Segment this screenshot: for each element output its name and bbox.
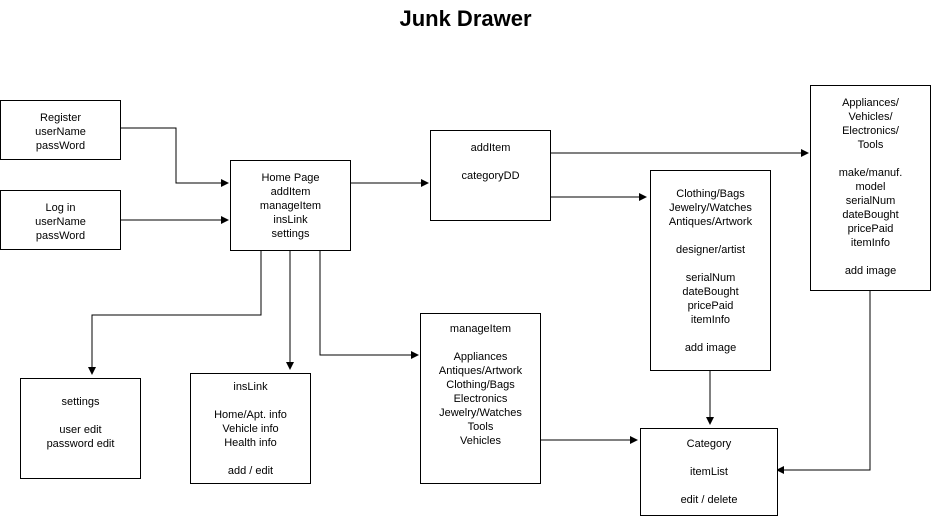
blank-line bbox=[191, 394, 310, 408]
node-text-line: itemInfo bbox=[690, 314, 731, 326]
node-text-line: dateBought bbox=[682, 286, 739, 298]
node-text-line: addItem bbox=[270, 186, 311, 198]
blank-line bbox=[651, 327, 770, 341]
node-text-line: dateBought bbox=[842, 209, 899, 221]
node-text-line: manageItem bbox=[259, 200, 322, 212]
node-text-line: Antiques/Artwork bbox=[668, 216, 753, 228]
blank-line bbox=[191, 450, 310, 464]
node-text-line: passWord bbox=[35, 230, 86, 242]
blank-line bbox=[651, 229, 770, 243]
node-text-line: add image bbox=[684, 342, 737, 354]
node-text-line: Register bbox=[40, 112, 81, 124]
edge-home-to-settings bbox=[88, 250, 262, 375]
node-text-line: Clothing/Bags bbox=[676, 188, 745, 200]
node-text-line: Home/Apt. info bbox=[214, 409, 287, 421]
node-text-line: Home Page bbox=[261, 172, 320, 184]
settings-node: settings user edit password edit bbox=[20, 378, 141, 479]
node-text-line: Tools bbox=[857, 139, 884, 151]
node-text-line: password edit bbox=[46, 438, 115, 450]
node-text-line: itemList bbox=[690, 466, 728, 478]
node-text-line: Health info bbox=[224, 437, 277, 449]
node-text-line: insLink bbox=[273, 214, 308, 226]
node-text-line: Appliances/ bbox=[842, 97, 899, 109]
login-node: Log in userName passWord bbox=[0, 190, 121, 250]
node-text-line: pricePaid bbox=[687, 300, 734, 312]
node-text-line: categoryDD bbox=[461, 170, 520, 182]
node-text-line: pricePaid bbox=[847, 223, 894, 235]
node-text-line: add / edit bbox=[227, 465, 274, 477]
diagram-title: Junk Drawer bbox=[399, 6, 532, 31]
blank-line bbox=[431, 155, 550, 169]
node-text-line: Jewelry/Watches bbox=[669, 202, 752, 214]
node-text-line: serialNum bbox=[685, 272, 736, 284]
node-text-line: userName bbox=[35, 216, 86, 228]
node-text-line: user edit bbox=[59, 424, 102, 436]
blank-line bbox=[641, 451, 777, 465]
node-text-line: edit / delete bbox=[680, 494, 738, 506]
node-text-line: Clothing/Bags bbox=[446, 379, 515, 391]
node-text-line: Category bbox=[686, 438, 732, 450]
blank-line bbox=[811, 152, 930, 166]
node-text-line: Vehicles bbox=[460, 435, 501, 447]
node-text-line: userName bbox=[35, 126, 86, 138]
node-text-line: Jewelry/Watches bbox=[439, 407, 522, 419]
edge-appliances-to-category bbox=[776, 290, 871, 474]
node-text-line: Electronics bbox=[453, 393, 508, 405]
node-text-line: Vehicle info bbox=[222, 423, 279, 435]
edge-home-to-manageitem bbox=[319, 250, 419, 359]
node-text-line: Vehicles/ bbox=[848, 111, 893, 123]
blank-line bbox=[421, 336, 540, 350]
node-text-line: settings bbox=[61, 396, 100, 408]
register-node: Register userName passWord bbox=[0, 100, 121, 160]
node-text-line: make/manuf. bbox=[838, 167, 903, 179]
node-text-line: Appliances bbox=[453, 351, 508, 363]
home-page-node: Home Page addItem manageItem insLink setting… bbox=[230, 160, 351, 251]
node-text-line: Log in bbox=[45, 202, 76, 214]
appliances-category-node: Appliances/Vehicles/Electronics/Tools mak… bbox=[810, 85, 931, 291]
node-text-line: insLink bbox=[233, 381, 268, 393]
node-text-line: serialNum bbox=[845, 195, 896, 207]
node-text-line: add image bbox=[844, 265, 897, 277]
node-text-line: Antiques/Artwork bbox=[438, 365, 523, 377]
blank-line bbox=[21, 409, 140, 423]
node-text-line: Tools bbox=[467, 421, 494, 433]
blank-line bbox=[651, 257, 770, 271]
node-text-line: manageItem bbox=[449, 323, 512, 335]
category-node: Category itemList edit / delete bbox=[640, 428, 778, 516]
blank-line bbox=[811, 250, 930, 264]
node-text-line: designer/artist bbox=[675, 244, 746, 256]
add-item-node: addItem categoryDD bbox=[430, 130, 551, 221]
node-text-line: Electronics/ bbox=[842, 125, 899, 137]
node-text-line: settings bbox=[271, 228, 310, 240]
node-text-line: passWord bbox=[35, 140, 86, 152]
edge-register-to-home bbox=[120, 127, 229, 187]
blank-line bbox=[641, 479, 777, 493]
node-text-line: itemInfo bbox=[850, 237, 891, 249]
node-text-line: model bbox=[855, 181, 886, 193]
node-text-line: addItem bbox=[470, 142, 511, 154]
